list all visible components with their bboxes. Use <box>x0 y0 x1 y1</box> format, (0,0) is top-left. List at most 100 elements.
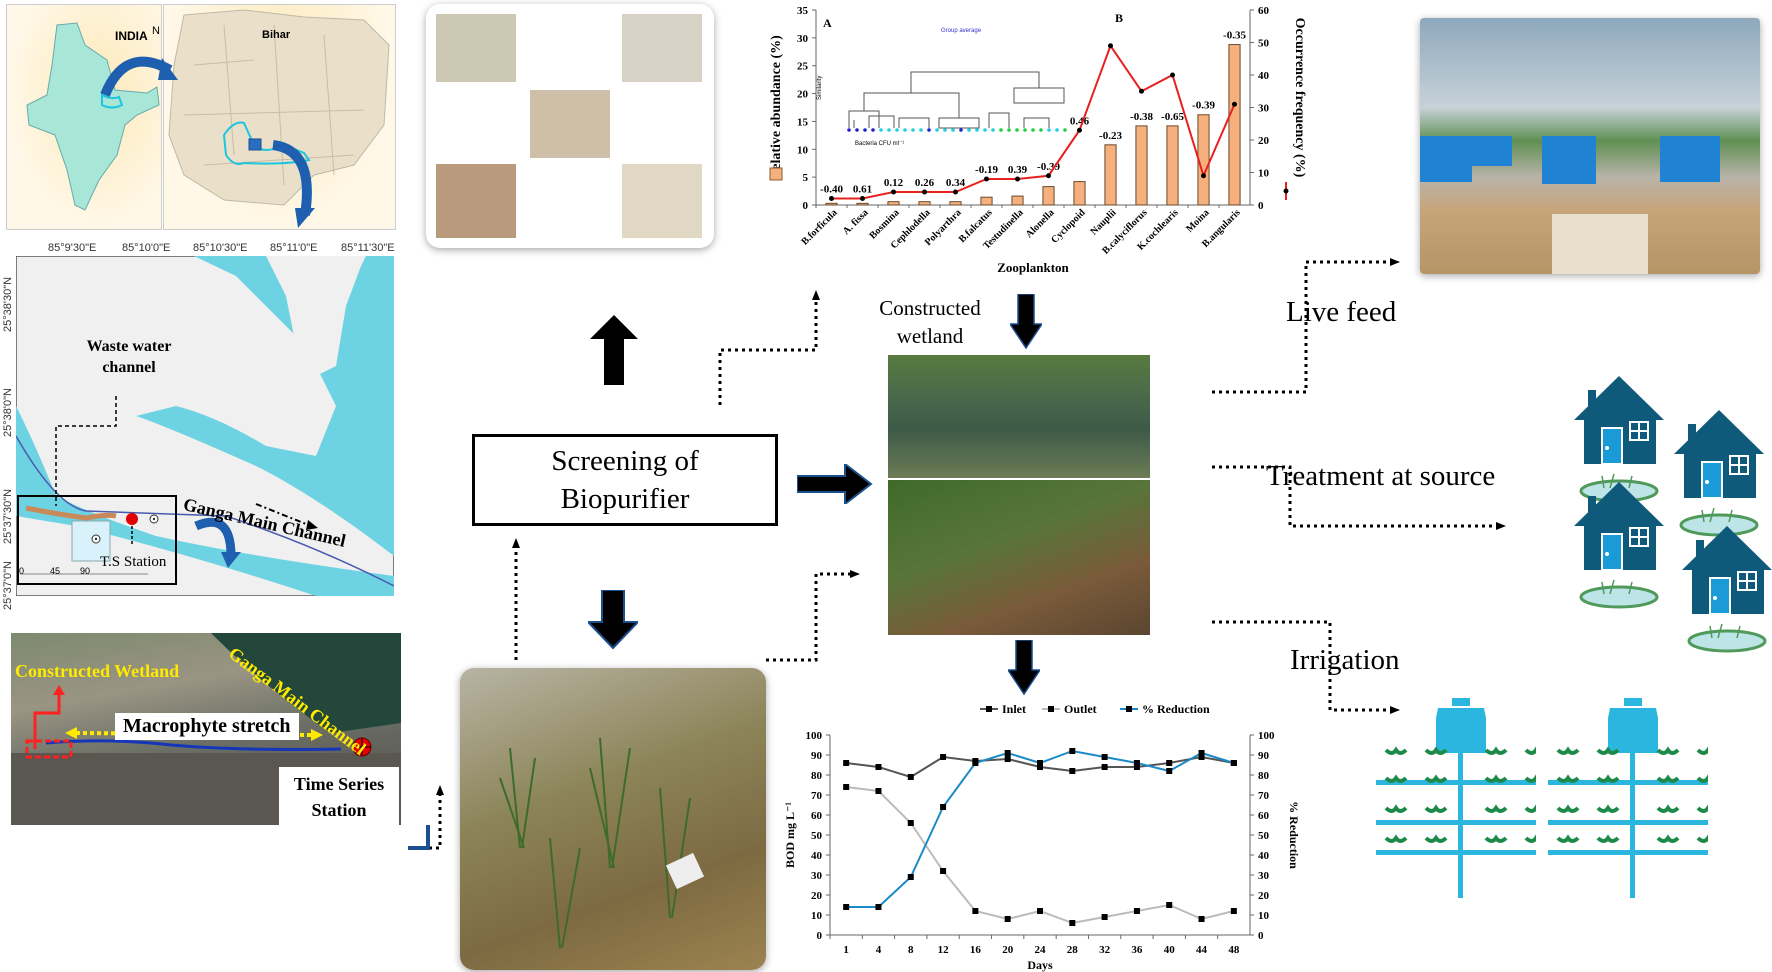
house-with-pond-icon <box>1674 410 1764 545</box>
data-point <box>1069 920 1076 926</box>
occurrence-point <box>1139 88 1144 94</box>
x-tick-label: 32 <box>1099 944 1111 956</box>
y-tick-label: 25 <box>797 61 809 73</box>
data-point <box>1230 908 1237 914</box>
data-point <box>843 760 850 766</box>
lon-tick: 85°9'30"E <box>48 242 97 254</box>
x-tick-label: Cyclopoid <box>1049 207 1088 246</box>
occurrence-point <box>1108 43 1113 49</box>
x-tick-label: 1 <box>843 944 849 956</box>
dendrogram <box>847 71 1067 132</box>
dendrogram-dot <box>1039 128 1043 132</box>
arrow-down-icon <box>585 589 641 655</box>
lat-tick: 25°37'0"N <box>2 561 14 610</box>
data-point <box>1101 914 1108 920</box>
y-tick-label: 10 <box>797 144 809 156</box>
house-with-pond-icon <box>1574 482 1664 617</box>
x-tick-label: 48 <box>1228 944 1240 956</box>
data-point <box>1198 916 1205 922</box>
data-point <box>940 754 947 760</box>
x-tick-label: 16 <box>970 944 982 956</box>
data-label: -0.35 <box>1223 30 1246 42</box>
wetland-photo-bottom <box>888 480 1150 635</box>
occurrence-point <box>1232 101 1237 107</box>
dendrogram-dot <box>847 128 851 132</box>
y-tick-label: 20 <box>811 890 823 902</box>
house-with-pond-icon <box>1682 526 1772 661</box>
dendrogram-dot <box>967 128 971 132</box>
time-series-station-label: Time Series Station <box>279 767 399 825</box>
constructed-wetland-title: Constructed wetland <box>879 296 981 348</box>
arrow-right-icon <box>796 461 873 509</box>
dendrogram-dot <box>975 128 979 132</box>
data-point <box>1133 760 1140 766</box>
legend-marker <box>1126 706 1132 712</box>
y2-tick-label: 30 <box>1258 870 1270 882</box>
lon-tick: 85°10'0"E <box>122 242 171 254</box>
dendrogram-dot <box>1055 128 1059 132</box>
plankton-photo <box>622 14 702 82</box>
dendrogram-dot <box>927 128 931 132</box>
series-line-outlet <box>846 786 1235 925</box>
y2-tick-label: 40 <box>1258 850 1270 862</box>
y2-tick-label: 80 <box>1258 770 1270 782</box>
irrigation-tank-icon <box>1548 698 1720 903</box>
data-label: -0.19 <box>975 164 998 176</box>
arrow-head-icon <box>295 208 315 228</box>
legend-label: Inlet <box>1002 702 1026 716</box>
constructed-wetland-photo <box>888 355 1150 635</box>
constructed-wetland-label: Constructed Wetland <box>15 661 180 681</box>
panel-label-a: A <box>823 16 832 30</box>
bar-Testudinella <box>1011 195 1024 206</box>
dendrogram-xlabel: Bacteria CFU ml⁻¹ <box>855 141 905 147</box>
data-point <box>972 908 979 914</box>
x-axis-label: Zooplankton <box>997 260 1069 275</box>
lon-tick: 85°10'30"E <box>193 242 248 254</box>
legend-line-marker <box>1283 188 1289 194</box>
bihar-map <box>168 9 390 206</box>
dendrogram-dot <box>959 128 963 132</box>
macrophyte-photo <box>460 668 766 970</box>
dendrogram-dot <box>895 128 899 132</box>
live-feed-label: Live feed <box>1286 296 1397 328</box>
occurrence-point <box>1170 72 1175 78</box>
india-map-panel: INDIA N <box>6 4 162 230</box>
dendrogram-dot <box>919 128 923 132</box>
lon-tick: 85°11'0"E <box>270 242 318 254</box>
irrigation-tank-icon <box>1376 698 1548 903</box>
lat-tick: 25°38'30"N <box>2 276 14 332</box>
data-point <box>1004 756 1011 762</box>
satellite-image: Constructed Wetland Ganga Main Channel M… <box>11 633 401 825</box>
data-point <box>972 760 979 766</box>
occurrence-point <box>984 176 989 182</box>
data-point <box>1166 902 1173 908</box>
bar-A. fissa <box>856 202 869 206</box>
data-point <box>1069 748 1076 754</box>
data-point <box>1133 764 1140 770</box>
tank-icon <box>1660 136 1720 182</box>
data-point <box>875 904 882 910</box>
occurrence-line <box>831 43 1236 200</box>
legend-item-reduction: % Reduction <box>1120 702 1210 716</box>
y-axis-label: BOD mg L⁻¹ <box>783 802 797 868</box>
plankton-photo <box>622 164 702 238</box>
y2-tick-label: 20 <box>1258 135 1270 147</box>
data-label: 0.12 <box>884 177 904 189</box>
legend-label: % Reduction <box>1142 702 1210 716</box>
data-point <box>1004 750 1011 756</box>
ts-station-label: T.S Station <box>100 554 167 570</box>
occurrence-point <box>829 196 834 201</box>
y2-tick-label: 100 <box>1258 730 1275 742</box>
data-point <box>875 788 882 794</box>
wetland-photo-top <box>888 355 1150 478</box>
x-tick-label: 8 <box>908 944 914 956</box>
y2-tick-label: 40 <box>1258 70 1270 82</box>
data-point <box>940 804 947 810</box>
data-label: -0.40 <box>820 184 843 196</box>
dendrogram-dot <box>887 128 891 132</box>
screening-biopurifier-label: Screening of Biopurifier <box>551 445 699 515</box>
legend-bar-swatch <box>769 167 783 181</box>
dendrogram-dot <box>871 128 875 132</box>
y2-tick-label: 60 <box>1258 5 1270 17</box>
